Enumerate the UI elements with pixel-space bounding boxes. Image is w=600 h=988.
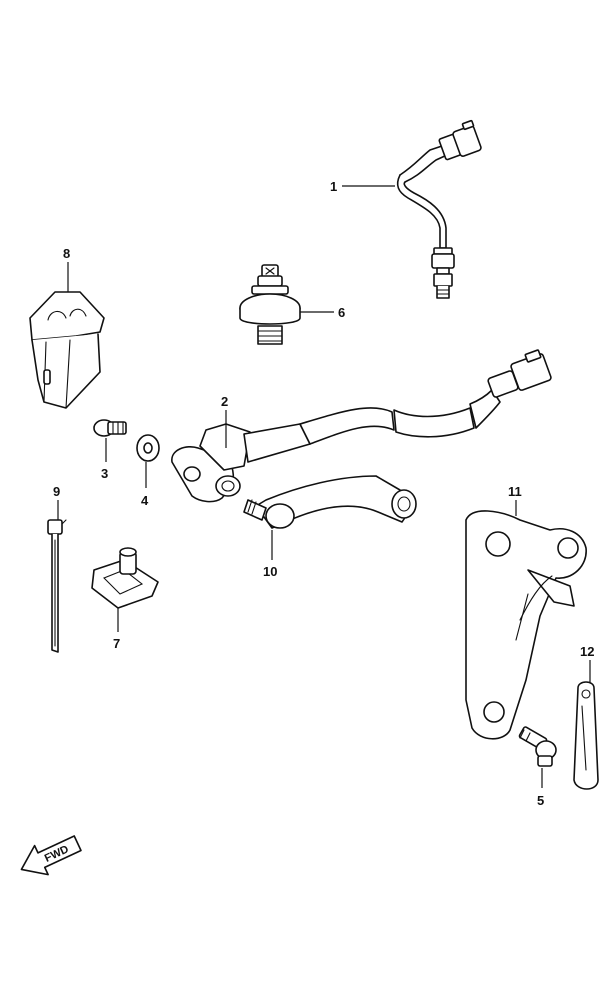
- callout-12: 12: [580, 644, 594, 659]
- callout-7: 7: [113, 636, 120, 651]
- callout-5: 5: [537, 793, 544, 808]
- callout-8: 8: [63, 246, 70, 261]
- callout-2: 2: [221, 394, 228, 409]
- callout-3: 3: [101, 466, 108, 481]
- part-1-sensor-cable: [396, 119, 482, 299]
- part-9-cable-tie: [47, 519, 67, 653]
- callout-1: 1: [330, 179, 337, 194]
- callout-4: 4: [141, 493, 149, 508]
- callout-10: 10: [263, 564, 277, 579]
- part-7-clip: [91, 547, 159, 609]
- part-12-strap: [573, 681, 599, 790]
- callout-9: 9: [53, 484, 60, 499]
- part-8-bracket: [29, 291, 105, 409]
- part-3-bolt: [93, 419, 127, 437]
- part-5-bolt: [518, 726, 557, 767]
- part-10-sensor-arm: [243, 475, 417, 529]
- part-11-mounting-bracket: [465, 510, 587, 740]
- part-6-pressure-switch: [239, 264, 301, 345]
- part-4-washer: [136, 434, 160, 462]
- part-2-sensor-harness: [171, 349, 552, 503]
- callout-11: 11: [508, 484, 522, 499]
- callout-6: 6: [338, 305, 345, 320]
- fwd-arrow-icon: FWD: [20, 835, 82, 876]
